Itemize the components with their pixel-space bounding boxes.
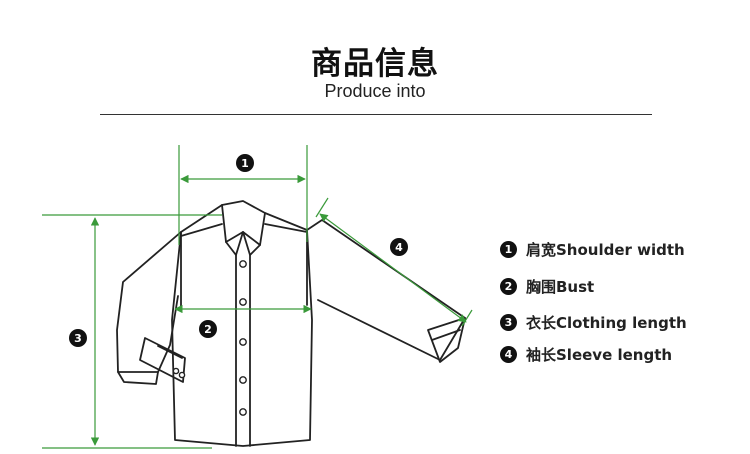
legend-number-badge: 3: [500, 313, 517, 331]
shirt-outline: [116, 200, 466, 447]
page-subtitle: Produce into: [324, 81, 426, 101]
legend-number-badge: 4: [500, 345, 517, 363]
legend-item: 3 衣长Clothing length: [500, 311, 687, 333]
legend-item: 1 肩宽Shoulder width: [500, 238, 685, 260]
legend-label: 袖长Sleeve length: [526, 345, 673, 364]
badge-1-text: 1: [241, 157, 249, 170]
legend-label: 胸围Bust: [526, 277, 595, 296]
legend-number-badge: 1: [500, 240, 517, 258]
badge-3-text: 3: [74, 332, 82, 345]
measure-sleeve: [315, 197, 473, 327]
shirt-button: [239, 376, 247, 384]
shirt-buttons: [172, 260, 247, 416]
legend-label: 肩宽Shoulder width: [526, 240, 685, 259]
cuff-button: [172, 367, 180, 375]
badge-3: 3: [69, 329, 87, 347]
legend-item: 4 袖长Sleeve length: [500, 343, 672, 365]
shirt-button: [239, 260, 247, 268]
measure-length: [42, 214, 222, 449]
cuff-button: [178, 371, 186, 379]
shirt-button: [239, 338, 247, 346]
header-divider: [100, 114, 652, 115]
badge-1: 1: [236, 154, 254, 172]
legend-item: 2 胸围Bust: [500, 275, 594, 297]
badge-4: 4: [390, 238, 408, 256]
legend-number-badge: 2: [500, 277, 517, 295]
badge-4-text: 4: [395, 241, 403, 254]
shirt-button: [239, 408, 247, 416]
page-title: 商品信息: [311, 46, 439, 82]
badge-2-text: 2: [204, 323, 212, 336]
badge-2: 2: [199, 320, 217, 338]
legend-label: 衣长Clothing length: [526, 313, 687, 332]
measure-shoulder: [178, 145, 308, 245]
shirt-button: [239, 298, 247, 306]
